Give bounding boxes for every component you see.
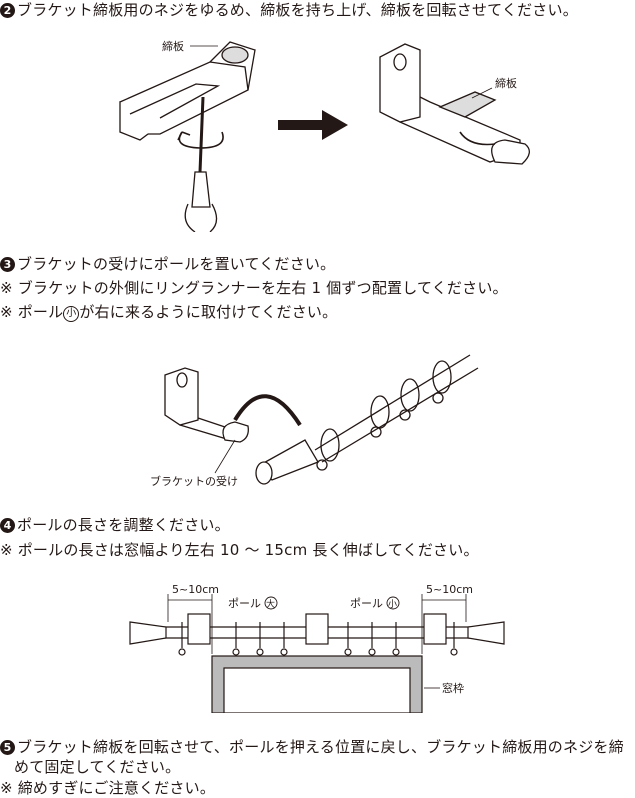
loosen-screw-figure: 締板 締板 (119, 39, 530, 232)
circled-small-mark: 小 (63, 306, 80, 322)
note-3a: ※ ブラケットの外側にリングランナーを左右 1 個ずつ配置してください。 (0, 279, 508, 297)
step-4-text: ポールの長さを調整ください。 (17, 516, 230, 534)
label-pole-large: ポール (228, 597, 261, 610)
note-4: ※ ポールの長さは窓幅より左右 10 ～ 15cm 長く伸ばしてください。 (0, 541, 479, 559)
label-clamp-plate-right: 締板 (495, 76, 517, 90)
note-5: ※ 締めすぎにご注意ください。 (0, 779, 216, 797)
label-bracket-receiver: ブラケットの受け (150, 474, 238, 488)
adjust-pole-length-figure: 5~10cm 5~10cm ポール 大 ポール 小 窓枠 (129, 583, 505, 713)
step-5-text-line1: ブラケット締板を回転させて、ポールを押える位置に戻し、ブラケット締板用のネジを締 (17, 738, 624, 756)
label-clamp-plate-left: 締板 (162, 39, 184, 53)
note-3b-suffix: が右に来るように取付けてください。 (79, 303, 338, 321)
note-3b-prefix: ※ ポール (0, 303, 64, 321)
step-3-text: ブラケットの受けにポールを置いてください。 (17, 255, 336, 273)
note-3b: ※ ポール小が右に来るように取付けてください。 (0, 302, 337, 322)
step-number-badge: 3 (0, 257, 15, 272)
label-window-frame: 窓枠 (442, 681, 464, 695)
dimension-right: 5~10cm (426, 583, 473, 596)
step-number-badge: 4 (0, 518, 15, 533)
label-pole-small: ポール (350, 597, 383, 610)
step-number-badge: 5 (0, 740, 15, 755)
right-arrow-icon (278, 110, 348, 140)
step-5-text-line2: めて固定してください。 (14, 758, 181, 776)
step-2-text: ブラケット締板用のネジをゆるめ、締板を持ち上げ、締板を回転させてください。 (17, 1, 578, 19)
circled-small-mark: 小 (388, 599, 397, 610)
dimension-left: 5~10cm (172, 583, 219, 596)
place-pole-figure: ブラケットの受け (150, 354, 479, 488)
step-number-badge: 2 (0, 3, 15, 18)
circled-large-mark: 大 (266, 598, 275, 610)
